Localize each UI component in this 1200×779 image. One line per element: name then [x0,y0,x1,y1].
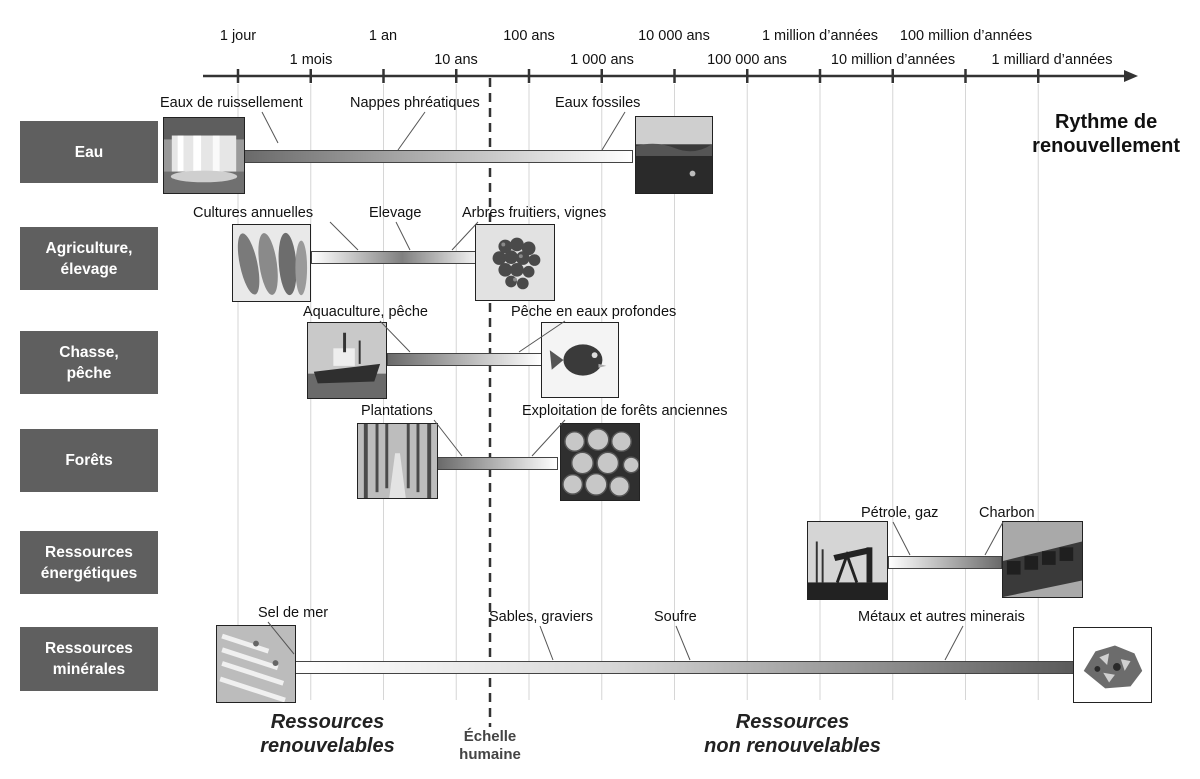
row-label-text: Ressources [45,640,133,657]
tick-label-1-million: 1 million d’années [761,28,879,44]
item-soufre: Soufre [654,609,697,625]
nonrenewable-label-line-2: non renouvelables [704,735,881,757]
item-petrole-gaz: Pétrole, gaz [861,505,939,521]
row-label-energetiques: Ressources énergétiques [20,531,158,594]
row-label-text: Ressources [45,543,133,561]
mineral-ore-photo [1073,627,1152,703]
item-nappes-phreatiques: Nappes phréatiques [350,95,480,111]
row-label-text: élevage [60,260,118,278]
waterfall-photo [163,117,245,194]
grapes-photo [475,224,555,301]
item-eaux-fossiles: Eaux fossiles [555,95,641,111]
axis-title-line-1: Rythme de [1054,111,1158,133]
salt-marsh-photo [216,625,296,703]
tick-label-1-an: 1 an [368,28,398,44]
row-label-text: Chasse, [59,343,119,361]
item-forets-anciennes: Exploitation de forêts anciennes [522,403,728,419]
nonrenewable-label-line-1: Ressources [735,711,850,733]
nonrenewable-label: Ressources non renouvelables [680,710,905,758]
fossil-water-photo [635,116,713,194]
row-label-chasse: Chasse, pêche [20,331,158,394]
renewable-label-line-2: renouvelables [260,735,395,757]
tick-label-100-ans: 100 ans [503,28,555,44]
tick-label-1000-ans: 1 000 ans [570,52,634,68]
item-metaux-minerais: Métaux et autres minerais [858,609,1025,625]
item-sables-graviers: Sables, graviers [489,609,593,625]
row-label-text: pêche [66,364,112,382]
plantation-photo [357,423,438,499]
tick-label-1-jour: 1 jour [219,28,257,44]
tick-label-1-mois: 1 mois [289,52,333,68]
human-scale-label: Échelle humaine [459,728,521,764]
tick-label-10-ans: 10 ans [434,52,478,68]
item-aquaculture: Aquaculture, pêche [303,304,428,320]
renewable-label-line-1: Ressources [270,711,385,733]
tick-label-10-million: 10 million d’années [830,52,956,68]
human-scale-line-2: humaine [459,746,521,763]
coal-train-photo [1002,521,1083,598]
range-bar-energetiques [888,556,1002,569]
item-arbres-fruitiers: Arbres fruitiers, vignes [462,205,607,221]
item-charbon: Charbon [979,505,1035,521]
logs-photo [560,423,640,501]
row-label-agriculture: Agriculture, élevage [20,227,158,290]
item-elevage: Elevage [369,205,422,221]
row-label-text: Eau [74,143,104,161]
item-eaux-ruissellement: Eaux de ruissellement [160,95,303,111]
item-plantations: Plantations [361,403,433,419]
oil-pump-photo [807,521,888,600]
tick-label-10000-ans: 10 000 ans [638,28,710,44]
item-cultures-annuelles: Cultures annuelles [193,205,314,221]
item-sel-de-mer: Sel de mer [258,605,329,621]
tick-label-100-million: 100 million d’années [899,28,1033,44]
axis-arrow-icon [1124,70,1138,82]
tick-label-1-milliard: 1 milliard d’années [991,52,1113,68]
item-peche-profonde: Pêche en eaux profondes [511,304,677,320]
row-label-text: Agriculture, [45,239,133,257]
row-label-text: énergétiques [40,564,138,582]
tick-label-100000-ans: 100 000 ans [707,52,787,68]
axis-title: Rythme de renouvellement [1032,110,1180,158]
row-label-text: minérales [52,661,126,678]
row-label-minerales: Ressources minérales [20,627,158,691]
row-label-eau: Eau [20,121,158,183]
renewable-label: Ressources renouvelables [255,710,400,758]
row-label-text: Forêts [65,452,113,469]
row-label-forets: Forêts [20,429,158,492]
human-scale-line-1: Échelle [463,728,517,745]
fish-photo [541,322,619,398]
trawler-photo [307,322,387,399]
corn-photo [232,224,311,302]
axis-title-line-2: renouvellement [1032,135,1180,157]
